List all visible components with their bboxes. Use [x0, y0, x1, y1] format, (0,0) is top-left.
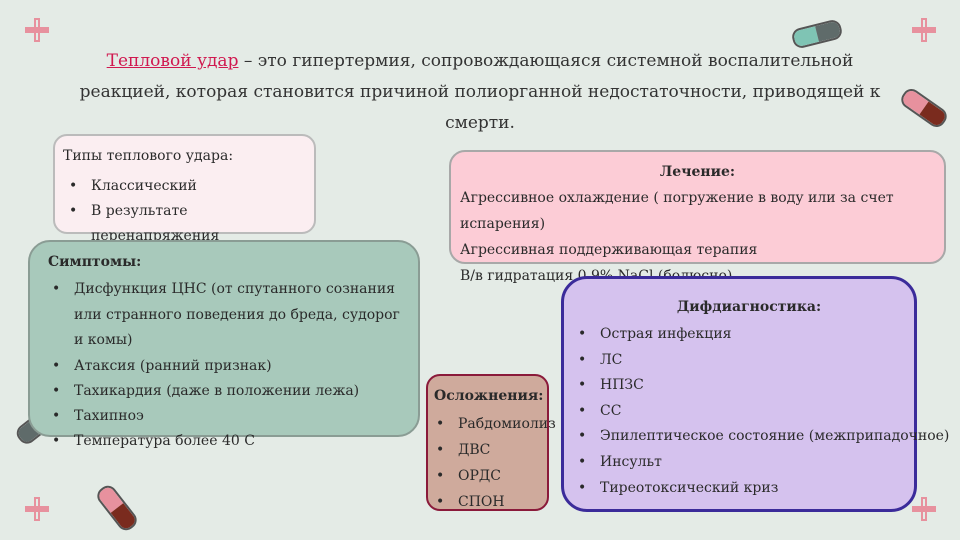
definition-body: – это гипертермия, сопровождающаяся сист… [79, 51, 881, 133]
complications-box: Осложнения: Рабдомиолиз ДВС ОРДС СПОН [426, 374, 556, 515]
plus-icon [912, 497, 936, 521]
symptoms-list: Дисфункция ЦНС (от спутанного сознания и… [52, 277, 404, 454]
list-item: Температура более 40 С [52, 429, 404, 454]
pill-icon [897, 85, 951, 131]
list-item: Тахикардия (даже в положении лежа) [52, 379, 404, 404]
list-item: Инсульт [578, 450, 930, 476]
complications-list: Рабдомиолиз ДВС ОРДС СПОН [436, 411, 578, 515]
list-item: НПЗС [578, 373, 930, 399]
types-list: Классический В результате перенапряжения [69, 174, 314, 249]
definition-text: Тепловой удар – это гипертермия, сопрово… [60, 46, 900, 139]
treatment-line: Агрессивная поддерживающая терапия [460, 242, 758, 258]
list-item: Острая инфекция [578, 322, 930, 348]
list-item: ДВС [436, 437, 578, 463]
types-box: Типы теплового удара: Классический В рез… [53, 134, 316, 244]
plus-icon [25, 497, 49, 521]
list-item: Атаксия (ранний признак) [52, 354, 404, 379]
types-title: Типы теплового удара: [63, 148, 234, 164]
list-item: Классический [69, 174, 314, 199]
list-item: Тахипноэ [52, 404, 404, 429]
pill-icon [93, 482, 141, 534]
plus-icon [25, 18, 49, 42]
treatment-line: Агрессивное охлаждение ( погружение в во… [460, 190, 894, 232]
list-item: Тиреотоксический криз [578, 476, 930, 502]
heatstroke-term: Тепловой удар [106, 51, 239, 71]
list-item: ОРДС [436, 463, 578, 489]
symptoms-box: Симптомы: Дисфункция ЦНС (от спутанного … [28, 240, 420, 454]
symptoms-title: Симптомы: [48, 254, 142, 270]
differential-box: Дифдиагностика: Острая инфекция ЛС НПЗС … [561, 276, 949, 512]
plus-icon [912, 18, 936, 42]
list-item: Дисфункция ЦНС (от спутанного сознания и… [52, 277, 404, 354]
differential-list: Острая инфекция ЛС НПЗС СС Эпилептическо… [578, 322, 949, 502]
treatment-lines: Агрессивное охлаждение ( погружение в во… [460, 185, 944, 289]
list-item: СС [578, 399, 930, 425]
complications-title: Осложнения: [434, 388, 544, 404]
treatment-title: Лечение: [659, 164, 736, 180]
differential-title: Дифдиагностика: [676, 299, 822, 315]
treatment-box: Лечение: Агрессивное охлаждение ( погруж… [449, 150, 946, 284]
list-item: Рабдомиолиз [436, 411, 578, 437]
list-item: СПОН [436, 489, 578, 515]
list-item: ЛС [578, 348, 930, 374]
list-item: Эпилептическое состояние (межприпадочное… [578, 424, 949, 450]
